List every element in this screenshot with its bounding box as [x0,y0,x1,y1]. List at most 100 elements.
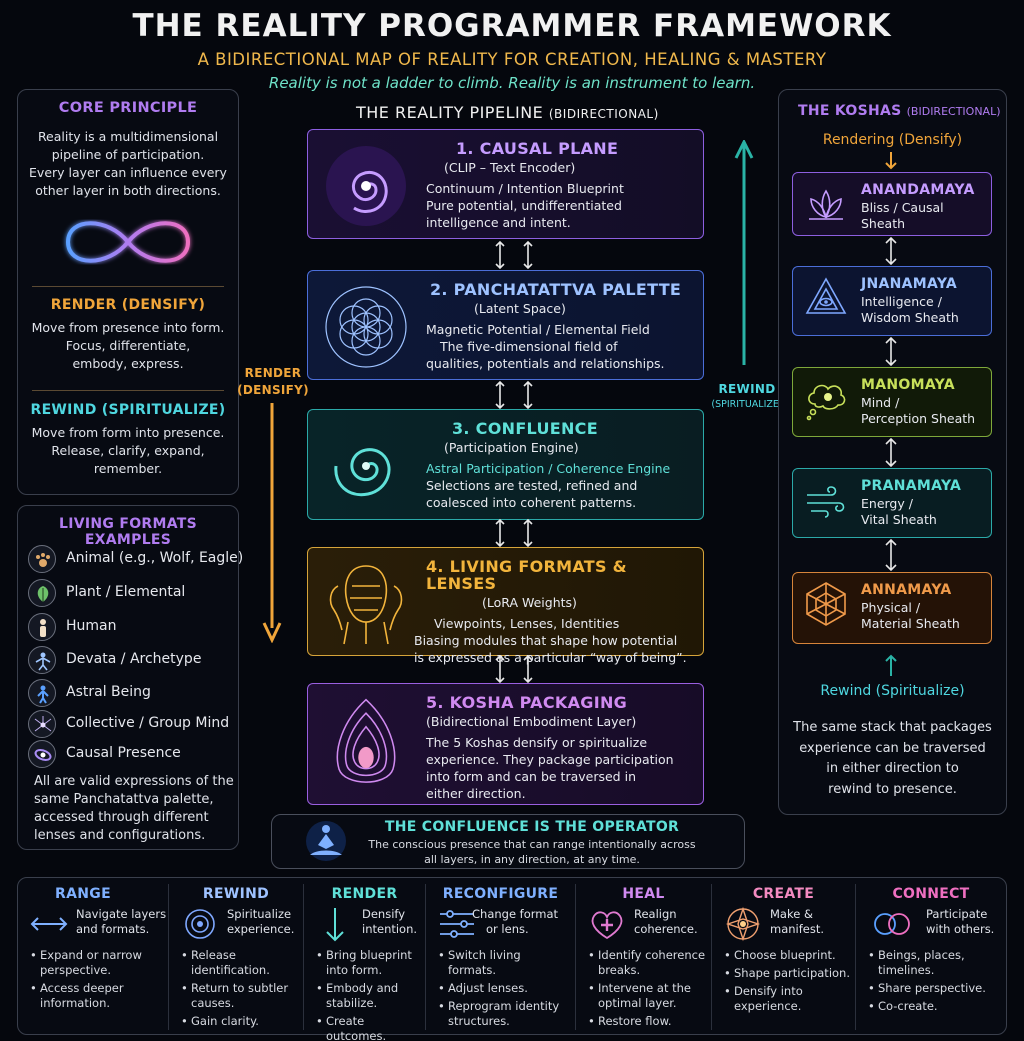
text-line: The same stack that packages [793,720,992,735]
stage-subtitle: (LoRA Weights) [482,595,577,610]
text-line: Physical / [861,600,921,615]
hexagon-cube-icon [806,582,846,626]
bullet-item: Reprogram identity structures. [438,999,571,1029]
text-line: all layers, in any direction, at any tim… [424,853,640,866]
kosha-name: ANNAMAYA [861,582,952,598]
stage-text: 3. CONFLUENCE (Participation Engine) Ast… [426,420,697,511]
text-line: and formats. [76,922,150,936]
koshas-heading: THE KOSHAS (BIDIRECTIONAL) [798,100,1001,119]
text-line: Astral Participation / Coherence Engine [426,461,671,476]
text-line: Participate [926,907,988,921]
bullet-item: Intervene at the optimal layer. [588,981,707,1011]
core-principle-text: Reality is a multidimensional pipeline o… [18,128,238,200]
swirl-icon [334,448,391,497]
text-line: intelligence and intent. [426,215,571,230]
text-line: Energy / [861,496,913,511]
bullet-item: Gain clarity. [181,1014,299,1029]
text-line: rewind to presence. [828,781,957,797]
page-subtitle: A BIDIRECTIONAL MAP OF REALITY FOR CREAT… [197,50,827,69]
operator-text: The conscious presence that can range in… [342,837,722,867]
text-line: is expressed as a particular “way of bei… [414,650,687,665]
text-line: Change format [472,907,559,921]
kosha-name: MANOMAYA [861,377,955,393]
koshas-footer: The same stack that packages experience … [778,718,1007,800]
text-line: The five-dimensional field of [440,339,618,354]
down-arrow-icon [885,152,897,170]
text-line: Biasing modules that shape how potential [414,633,678,648]
text-line: Mind / [861,395,900,410]
text-line: Move from form into presence. [31,425,225,440]
text-line: Realign [634,907,677,921]
rendering-densify-label: Rendering (Densify) [822,132,963,148]
action-bullets: Beings, places, timelines.Share perspect… [868,948,1002,1017]
text-line: Make & [770,907,813,921]
bullet-item: Identify coherence breaks. [588,948,707,978]
paw-icon [28,545,56,573]
bullet-item: Restore flow. [588,1014,707,1029]
bullet-item: Embody and stabilize. [316,981,421,1011]
lotus-icon [809,189,843,220]
text-line: other layer in both directions. [35,183,221,198]
text-line: either direction. [426,786,526,801]
core-principle-panel: CORE PRINCIPLE Reality is a multidimensi… [17,89,239,495]
rewind-spiritualize-text: Move from form into presence. Release, c… [18,424,238,478]
action-name: REWIND [202,886,270,902]
bullet-item: Access deeper information. [30,981,164,1011]
rewind-up-arrow [734,140,754,780]
text-line: REWIND [718,382,776,396]
stage-text: 4. LIVING FORMATS & LENSES (LoRA Weights… [414,558,697,666]
bullet-item: Adjust lenses. [438,981,571,996]
bidirectional-arrows-icon [495,654,533,684]
text-line: Every layer can influence every [29,165,227,180]
bidirectional-arrows-icon [495,380,533,410]
text-line: The 5 Koshas densify or spiritualize [426,735,648,750]
text-line: manifest. [770,922,825,936]
text-line: All are valid expressions of the [34,774,234,789]
interlocking-circles-icon [874,913,910,935]
text-line: coalesced into coherent patterns. [426,495,637,510]
render-densify-heading: RENDER (DENSIFY) [50,297,206,313]
kosha-name: PRANAMAYA [861,478,962,494]
pipeline-heading-text: THE REALITY PIPELINE [356,103,544,122]
divider [855,884,856,1030]
stage-name: 5. KOSHA PACKAGING [426,693,628,712]
rewind-spiritualize-heading: REWIND (SPIRITUALIZE) [30,402,226,418]
up-arrow-icon [885,654,897,676]
text-line: Move from presence into form. [31,320,225,335]
action-name: RECONFIGURE [442,886,559,902]
pipeline-heading-note: (BIDIRECTIONAL) [548,107,659,121]
bullet-item: Create outcomes. [316,1014,421,1041]
action-bullets: Release identification.Return to subtler… [181,948,299,1032]
stage-subtitle: (Participation Engine) [444,440,579,455]
bidirectional-arrows-icon [495,240,533,270]
text-line: experience. [227,922,295,936]
action-name: HEAL [622,886,665,902]
action-bullets: Expand or narrow perspective.Access deep… [30,948,164,1014]
bidirectional-arrow-icon [885,438,897,467]
layered-egg-icon [336,698,396,783]
heart-cross-icon [591,911,623,940]
text-line: Viewpoints, Lenses, Identities [434,616,620,631]
text-line: RENDER [244,366,302,380]
text-line: embody, express. [72,356,184,371]
stage-name: 1. CAUSAL PLANE [456,139,619,158]
living-formats-heading: LIVING FORMATS EXAMPLES [58,516,197,548]
stage-subtitle: (CLIP – Text Encoder) [444,160,576,175]
stage-text: 1. CAUSAL PLANE (CLIP – Text Encoder) Co… [426,140,697,231]
stage-name: 3. CONFLUENCE [452,419,598,438]
flower-of-life-icon [325,286,407,368]
action-create: CREATE Make &manifest. Choose blueprint.… [712,880,855,1035]
living-format-label: Astral Being [66,684,151,700]
action-name: RANGE [55,886,111,902]
divider [711,884,712,1030]
page-title: THE REALITY PROGRAMMER FRAMEWORK [132,8,892,44]
bullet-item: Bring blueprint into form. [316,948,421,978]
